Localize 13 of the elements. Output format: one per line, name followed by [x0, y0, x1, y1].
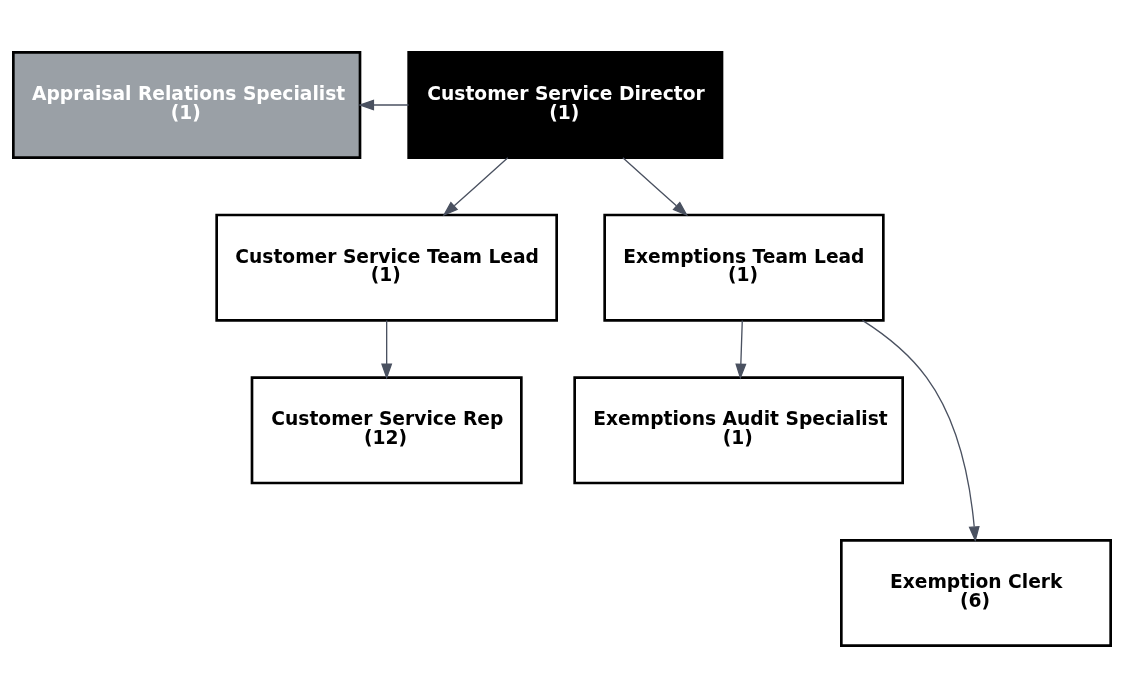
arrow	[442, 157, 509, 217]
arrow	[735, 319, 747, 380]
node-box: Exemption Clerk (6)	[840, 539, 1112, 647]
node-box: Exemptions Audit Specialist (1)	[573, 376, 904, 485]
arrow	[381, 319, 393, 380]
node-box: Appraisal Relations Specialist (1)	[12, 51, 362, 159]
node-box: Customer Service Rep (12)	[250, 376, 523, 485]
arrow	[358, 99, 410, 111]
node-box: Customer Service Director (1)	[407, 51, 724, 159]
arrow	[622, 157, 689, 217]
arrow	[861, 319, 980, 543]
node-box: Customer Service Team Lead (1)	[215, 213, 558, 322]
node-box: Exemptions Team Lead (1)	[603, 213, 885, 322]
